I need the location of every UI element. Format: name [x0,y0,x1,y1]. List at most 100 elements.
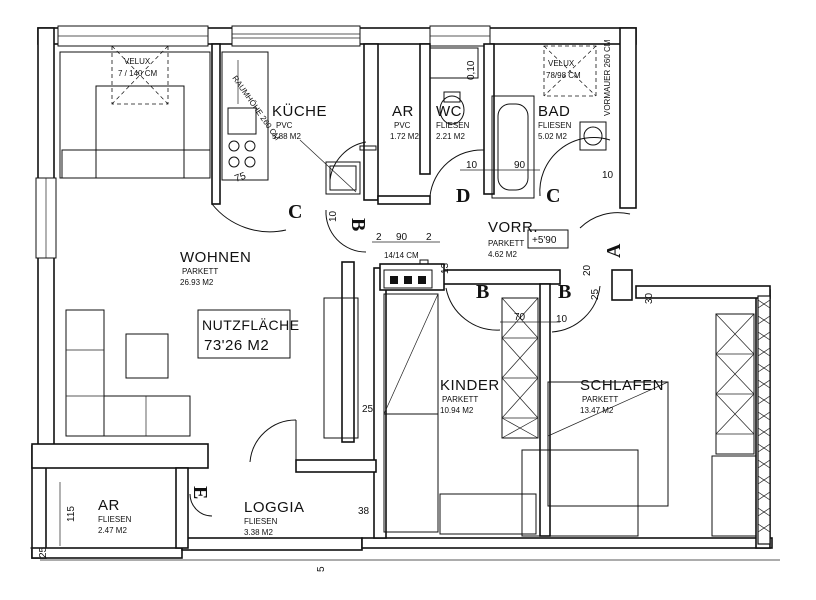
vorr-area: 4.62 M2 [488,250,517,259]
dim-13: 13 [440,262,451,274]
door-letter-b-kinder: B [476,281,489,303]
dim-5: 5 [316,566,327,572]
wc-name: WC [436,103,462,120]
ar-top-floor: PVC [394,121,411,130]
kueche-floor: PVC [276,121,293,130]
velux-right-label: VELUX [548,59,575,68]
bad-name: BAD [538,103,570,120]
wohnen-floor: PARKETT [182,267,218,276]
loggia-area: 3.38 M2 [244,528,273,537]
room-ar-bottom: AR FLIESEN 2.47 M2 [98,497,132,535]
wc-floor: FLIESEN [436,121,470,130]
dim-10c: 10 [602,170,614,181]
bad-area: 5.02 M2 [538,132,567,141]
room-loggia: LOGGIA FLIESEN 3.38 M2 [244,499,305,537]
schlafen-area: 13.47 M2 [580,406,614,415]
nutzflaeche-label: NUTZFLÄCHE [202,317,300,333]
kueche-name: KÜCHE [272,102,327,120]
loggia-floor: FLIESEN [244,517,278,526]
door-letter-e-ar: E [189,486,211,499]
kinder-area: 10.94 M2 [440,406,474,415]
vorr-floor: PARKETT [488,239,524,248]
bed-wohnen [59,51,211,179]
door-arcs [189,137,631,517]
door-letter-b-schlafen: B [558,281,571,303]
schlafen-name: SCHLAFEN [580,377,664,394]
dim-90b: 90 [514,160,526,171]
sink-bad [579,121,607,151]
bathtub [491,95,535,199]
wardrobe-kinder [501,297,539,439]
dim-2b: 2 [426,232,432,243]
room-wohnen: WOHNEN PARKETT 26.93 M2 [180,249,251,287]
velux-right-size: 78/98 CM [546,71,581,80]
bad-floor: FLIESEN [538,121,572,130]
kinder-floor: PARKETT [442,395,478,404]
wohnen-area: 26.93 M2 [180,278,214,287]
wardrobe-schlafen [715,313,755,455]
door-letter-a-entry: A [603,243,625,258]
vent-block: 14/14 CM [383,251,433,289]
dimensions: 75 10 2 90 2 10 90 10 13 20 25 30 70 10 … [30,60,780,572]
vorr-name: VORR. [488,219,538,236]
velux-right: VELUX 78/98 CM [543,45,597,97]
tv-cabinet [323,297,359,439]
nutzflaeche-box: NUTZFLÄCHE 73'26 M2 [197,309,300,359]
dim-38: 38 [358,506,370,517]
bed-schlafen [521,381,757,537]
door-letter-c-bad: C [546,185,560,207]
dim-30: 30 [644,292,655,304]
room-bad: BAD FLIESEN 5.02 M2 [538,103,572,141]
vormauer-note: VORMAUER 260 CM [603,39,612,116]
shaft-wc [429,47,479,79]
coffee-table [125,333,169,379]
ar-top-name: AR [392,103,414,120]
toilet-wc [439,91,465,125]
dim-25a: 25 [590,288,601,300]
wohnen-name: WOHNEN [180,249,251,266]
dim-10a: 10 [328,210,339,222]
dim-10b: 10 [466,160,478,171]
wc-area: 2.21 M2 [436,132,465,141]
dim-25b: 25 [362,404,374,415]
dim-2a: 2 [376,232,382,243]
kueche-area: 5.88 M2 [272,132,301,141]
dim-115: 115 [66,506,77,522]
loggia-name: LOGGIA [244,499,305,516]
room-schlafen: SCHLAFEN PARKETT 13.47 M2 [580,377,664,415]
window-right-hatched [757,295,771,545]
door-letter-c-kitchen: C [288,201,302,223]
dim-20: 20 [582,264,593,276]
nutzflaeche-value: 73'26 M2 [204,337,269,354]
room-vorr: VORR. PARKETT 4.62 M2 [488,219,538,259]
door-letter-d-wc: D [456,185,470,207]
dim-010: 0,10 [466,60,477,80]
kinder-name: KINDER [440,377,500,394]
velux-left-label: VELUX [124,57,151,66]
vent-note: 14/14 CM [384,251,419,260]
dim-70: 70 [514,312,526,323]
level-marker: +5'90 [527,229,569,249]
room-kinder: KINDER PARKETT 10.94 M2 [440,377,500,415]
ar-bottom-floor: FLIESEN [98,515,132,524]
ar-bottom-name: AR [98,497,120,514]
room-kueche: KÜCHE PVC 5.88 M2 [272,102,327,141]
door-letters: C B D C A B B E [189,185,625,499]
sofa [65,309,191,437]
windows-top [57,25,491,47]
ar-top-area: 1.72 M2 [390,132,419,141]
room-ar-top: AR PVC 1.72 M2 [390,103,419,141]
ar-threshold [359,145,377,151]
level-marker-text: +5'90 [532,235,557,246]
bed-kinder [383,293,537,535]
schlafen-floor: PARKETT [582,395,618,404]
room-wc: WC FLIESEN 2.21 M2 [436,103,470,141]
velux-left-size: 7 / 140 CM [118,69,157,78]
door-letter-b-kitchen: B [347,218,369,231]
dim-25c: 25 [38,546,49,558]
dim-75: 75 [233,171,248,185]
vorr-threshold [419,259,429,265]
interior-walls [31,43,633,549]
dim-10d: 10 [556,314,568,325]
